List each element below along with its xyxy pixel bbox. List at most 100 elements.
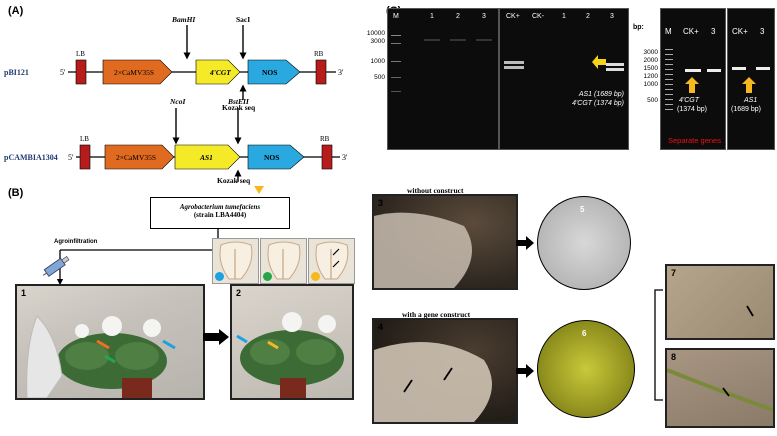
yellow-up-arrow-icon bbox=[742, 77, 756, 93]
sample-band bbox=[424, 39, 440, 41]
agroinfiltration-label: Agroinfiltration bbox=[54, 239, 98, 245]
photo-4-number: 4 bbox=[378, 322, 384, 332]
gel3-lane-3: 3 bbox=[711, 27, 716, 36]
gene-arrow bbox=[174, 144, 241, 170]
yellow-arrow-icon bbox=[592, 55, 606, 69]
sample-band bbox=[450, 39, 466, 41]
gel1-lane-3: 3 bbox=[482, 13, 486, 20]
promoter-arrow bbox=[104, 144, 175, 170]
leaf-thumbnail-yellow bbox=[308, 238, 355, 284]
construct2-five: 5' bbox=[68, 153, 74, 162]
separate-genes-label: Separate genes bbox=[668, 136, 721, 145]
gel-3: M CK+ 3 4'CGT (1374 bp) bbox=[660, 8, 726, 150]
gel3-marker-1000: 1000 bbox=[643, 81, 658, 88]
caption-without-construct: without construct bbox=[407, 186, 464, 195]
photo-plant-infiltration: 1 bbox=[15, 284, 205, 400]
blue-dot bbox=[215, 272, 224, 281]
panel-label-a: (A) bbox=[8, 5, 24, 17]
gel4-note-as1: AS1 bbox=[744, 97, 758, 104]
gel3-bp-label: bp: bbox=[633, 24, 644, 31]
gel3-note-bp: (1374 bp) bbox=[677, 106, 707, 113]
sample-band bbox=[606, 63, 624, 66]
sample-band bbox=[606, 68, 624, 71]
sample-band bbox=[504, 66, 524, 69]
construct2-promoter: 2×CaMV35S bbox=[116, 153, 156, 162]
sample-band bbox=[504, 61, 524, 64]
photo-5-number: 5 bbox=[580, 205, 585, 214]
ladder-band bbox=[391, 35, 401, 36]
gel2-note-cgt: 4'CGT (1374 bp) bbox=[572, 100, 624, 107]
construct1-gene: 4'CGT bbox=[209, 68, 231, 77]
terminator-arrow bbox=[247, 59, 301, 85]
gel2-lane-3: 3 bbox=[610, 13, 614, 20]
rb-box bbox=[315, 59, 327, 85]
gel3-marker-500: 500 bbox=[647, 97, 658, 104]
construct2-term: NOS bbox=[264, 153, 279, 162]
construct1-kozak: Kozak seq bbox=[222, 103, 256, 112]
panel-label-b: (B) bbox=[8, 187, 24, 199]
micrograph-without-construct: 5 bbox=[537, 196, 631, 290]
construct1-site1: BamHI bbox=[171, 15, 196, 24]
gel1-lane-2: 2 bbox=[456, 13, 460, 20]
gel1-lane-1: 1 bbox=[430, 13, 434, 20]
construct1-five: 5' bbox=[60, 68, 66, 77]
construct2-kozak: Kozak seq bbox=[217, 176, 251, 185]
sample-band bbox=[732, 67, 746, 70]
syringe-icon bbox=[42, 256, 70, 277]
sample-band bbox=[707, 69, 721, 72]
terminator-arrow bbox=[247, 144, 305, 170]
gel-4: CK+ 3 AS1 (1689 bp) bbox=[727, 8, 775, 150]
construct-diagram: pBI121 5' 3' LB 2×CaMV35S 4'CGT NOS RB B… bbox=[4, 15, 348, 182]
yellow-dot bbox=[311, 272, 320, 281]
gel1-marker-500: 500 bbox=[374, 74, 385, 81]
gel3-marker-3000: 3000 bbox=[643, 49, 658, 56]
photo-leaf-with-construct: 4 bbox=[372, 318, 518, 424]
gel4-lane-ckplus: CK+ bbox=[732, 27, 748, 36]
lb-box bbox=[79, 144, 91, 170]
promoter-arrow bbox=[102, 59, 173, 85]
construct2-lb: LB bbox=[80, 135, 89, 143]
gel3-marker-1500: 1500 bbox=[643, 65, 658, 72]
right-arrow-icon bbox=[516, 236, 534, 250]
gel3-lane-ckplus: CK+ bbox=[683, 27, 699, 36]
construct1-lb: LB bbox=[76, 50, 85, 58]
photo-7-number: 7 bbox=[671, 268, 677, 278]
photo-6-number: 6 bbox=[582, 329, 587, 338]
agrobacterium-box: Agrobacterium tumefaciens (strain LBA440… bbox=[150, 197, 290, 229]
photo-2-number: 2 bbox=[236, 288, 242, 298]
rb-box bbox=[321, 144, 333, 170]
gene-arrow bbox=[195, 59, 241, 85]
ladder-band bbox=[391, 61, 401, 62]
gel2-lane-ckplus: CK+ bbox=[506, 13, 520, 20]
caption-with-construct: with a gene construct bbox=[402, 310, 471, 319]
sample-band bbox=[685, 69, 701, 72]
gel4-note-bp: (1689 bp) bbox=[731, 106, 761, 113]
construct1-term: NOS bbox=[262, 68, 277, 77]
construct2-three: 3' bbox=[342, 153, 348, 162]
photo-8-number: 8 bbox=[671, 352, 677, 362]
leaf-thumbnail-green bbox=[260, 238, 307, 284]
construct1-three: 3' bbox=[338, 68, 344, 77]
construct2-gene: AS1 bbox=[199, 153, 213, 162]
gel2-lane-ckminus: CK- bbox=[532, 13, 545, 20]
construct2-site2: BstEII bbox=[227, 97, 250, 106]
gel1-marker-1000: 1000 bbox=[370, 58, 385, 65]
photo-3-number: 3 bbox=[378, 198, 384, 208]
construct2-name: pCAMBIA1304 bbox=[4, 153, 58, 162]
construct2-rb: RB bbox=[320, 135, 330, 143]
gel2-lane-1: 1 bbox=[562, 13, 566, 20]
construct1-name: pBI121 bbox=[4, 68, 29, 77]
agro-line1: Agrobacterium tumefaciens bbox=[179, 203, 261, 211]
right-arrow-icon bbox=[203, 329, 229, 345]
green-dot bbox=[263, 272, 272, 281]
gel2-note-as1: AS1 (1689 bp) bbox=[578, 91, 624, 98]
construct1-rb: RB bbox=[314, 50, 324, 58]
right-arrow-icon bbox=[516, 364, 534, 378]
ladder-band bbox=[391, 91, 401, 92]
sample-band bbox=[756, 67, 770, 70]
construct2-site1: NcoI bbox=[169, 97, 186, 106]
gel-1: M 1 2 3 bbox=[387, 8, 499, 150]
down-arrow-icon bbox=[254, 186, 264, 194]
photo-1-number: 1 bbox=[21, 288, 27, 298]
gel4-lane-3: 3 bbox=[760, 27, 765, 36]
